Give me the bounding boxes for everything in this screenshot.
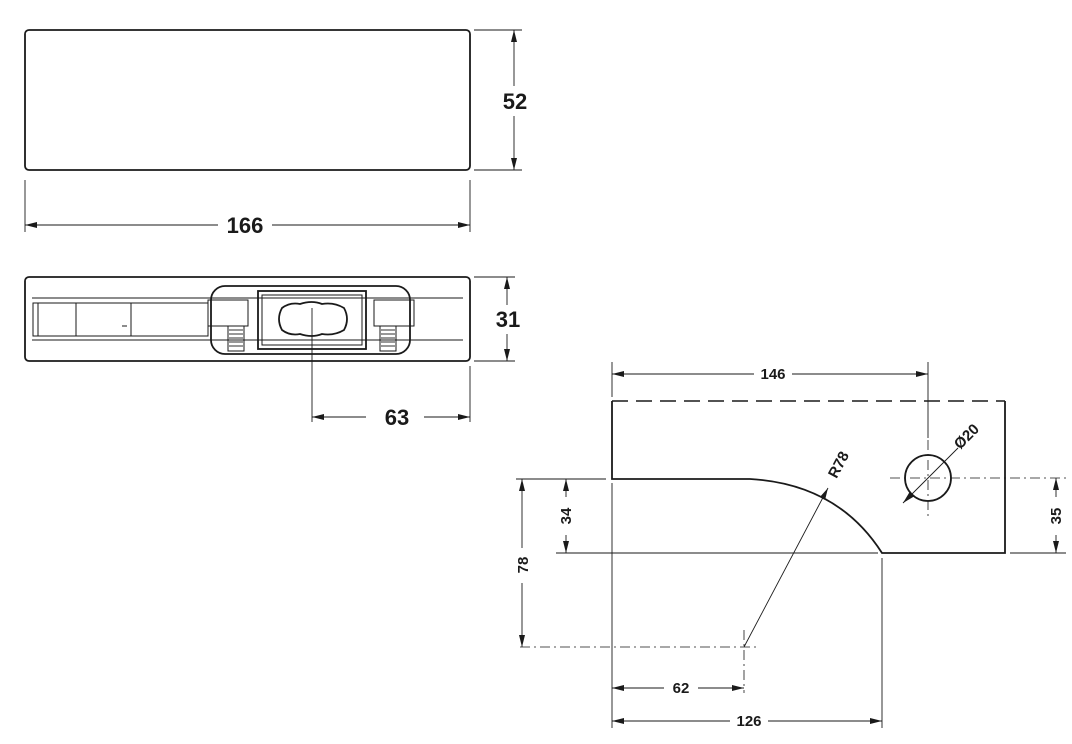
front-width-label: 166 (227, 213, 264, 238)
side-view-outline (611, 401, 1006, 554)
top-view-right-block (373, 299, 415, 327)
side-bottom-width-label: 126 (736, 713, 761, 730)
side-view-radius-line (743, 487, 829, 648)
top-view: 31 63 (24, 276, 520, 430)
side-right-height-label: 35 (1048, 508, 1065, 525)
front-view: 166 52 (24, 29, 527, 238)
side-inner-height-label: 34 (558, 507, 575, 524)
top-view-outline (24, 276, 471, 362)
top-view-glass-slot (32, 302, 209, 337)
side-view-hole-leader (902, 447, 959, 504)
side-view: Ø20 R78 146 34 78 35 62 (515, 362, 1068, 730)
top-view-left-screw (227, 325, 245, 352)
top-view-left-block (207, 299, 249, 327)
top-view-clamp-slot (278, 301, 348, 337)
side-view-hole-label: Ø20 (951, 421, 983, 453)
front-height-label: 52 (503, 89, 527, 114)
front-view-body (24, 29, 471, 171)
side-total-height-label: 78 (515, 557, 532, 574)
top-view-right-screw (379, 325, 397, 352)
top-view-clamp-housing (210, 285, 411, 355)
side-center-offset-label: 62 (673, 680, 690, 697)
side-view-radius-label: R78 (825, 449, 853, 481)
top-offset-label: 63 (385, 405, 409, 430)
side-top-width-label: 146 (760, 366, 785, 383)
top-height-label: 31 (496, 307, 520, 332)
